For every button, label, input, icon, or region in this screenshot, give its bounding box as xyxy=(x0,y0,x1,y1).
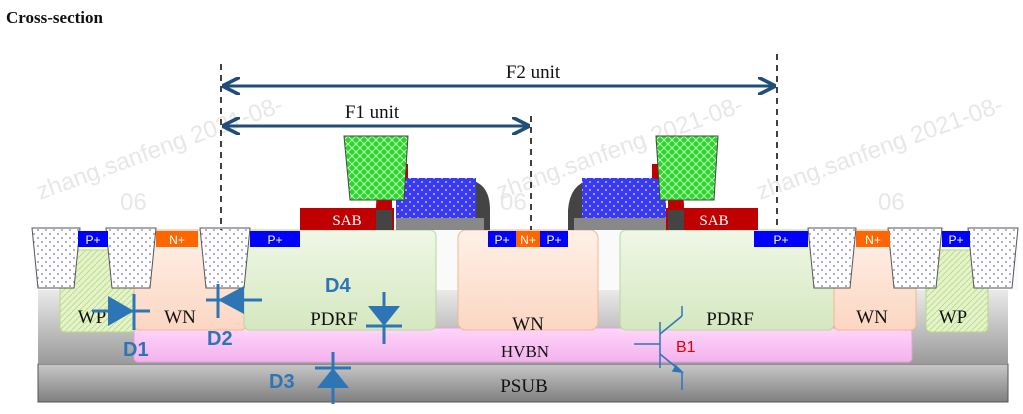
nplus-1-region xyxy=(156,231,198,247)
pplus-2-label: P+ xyxy=(267,233,282,247)
sti-2 xyxy=(105,227,157,289)
gate-right: SAB xyxy=(568,135,758,230)
dimension-lines: F2 unit F1 unit xyxy=(220,54,778,230)
watermark-text-1: zhang.sanfeng 2021-08- xyxy=(33,91,287,205)
pplus-6-region xyxy=(942,231,970,247)
sab-left xyxy=(300,208,394,230)
bjt-b1 xyxy=(634,306,685,390)
pplus-3-region xyxy=(488,231,516,247)
d3-label: D3 xyxy=(269,371,295,393)
psub-layer xyxy=(37,363,1009,403)
pplus-4-label: P+ xyxy=(546,233,561,247)
wp-right-label: WP xyxy=(939,307,968,328)
sti-group xyxy=(31,227,1019,289)
layer-labels: WP WN PDRF WN PDRF WN WP HVBN PSUB xyxy=(78,307,968,397)
pplus-2-region xyxy=(250,231,300,247)
d1-triangle xyxy=(108,296,134,326)
psub-label: PSUB xyxy=(500,376,548,397)
sti-4 xyxy=(807,227,857,289)
pplus-6-label: P+ xyxy=(948,233,963,247)
hvbn-label: HVBN xyxy=(501,342,549,361)
nplus-center-label: N+ xyxy=(520,233,536,247)
pdrf-left-label: PDRF xyxy=(310,309,358,330)
wn-center-label: WN xyxy=(512,314,544,335)
d4-label: D4 xyxy=(325,275,351,297)
b1-arrow-head xyxy=(671,364,685,373)
nplus-2-region xyxy=(856,231,890,247)
nplus-center-region xyxy=(516,231,540,247)
watermark: zhang.sanfeng 2021-08- zhang.sanfeng 202… xyxy=(33,91,1007,216)
d4-triangle xyxy=(368,306,400,326)
pplus-5-region xyxy=(754,231,808,247)
diode-d4 xyxy=(366,292,402,344)
pplus-3-label: P+ xyxy=(494,233,509,247)
page-title: Cross-section xyxy=(6,8,103,27)
b1-label: B1 xyxy=(676,339,696,356)
f1-label: F1 unit xyxy=(345,102,400,123)
poly-gate-right xyxy=(582,178,666,218)
poly-gate-left xyxy=(396,178,476,218)
b1-collector xyxy=(659,315,683,335)
f2-label: F2 unit xyxy=(506,62,561,83)
d1-label: D1 xyxy=(123,339,149,361)
d3-triangle xyxy=(317,368,349,388)
gate-oxide-right xyxy=(574,218,666,230)
sab-right xyxy=(664,208,758,230)
gate-oxide-left xyxy=(396,218,484,230)
d2-triangle xyxy=(218,286,244,314)
diode-d2 xyxy=(206,284,262,318)
nplus-1-label: N+ xyxy=(169,233,185,247)
wn-right-label: WN xyxy=(856,307,888,328)
gate-metal-right xyxy=(655,135,719,201)
diode-d1 xyxy=(92,294,150,330)
pplus-4-region xyxy=(540,231,568,247)
d2-label: D2 xyxy=(207,328,233,350)
sab-right-label: SAB xyxy=(699,213,728,229)
sti-6 xyxy=(967,227,1019,289)
wn-left-label: WN xyxy=(164,307,196,328)
sti-5 xyxy=(887,227,943,289)
pplus-5-label: P+ xyxy=(773,233,788,247)
watermark-num-2: 06 xyxy=(500,189,527,216)
watermark-num-1: 06 xyxy=(120,189,147,216)
gate-metal-left xyxy=(343,135,409,201)
diode-d3 xyxy=(315,352,351,404)
sab-left-label: SAB xyxy=(332,213,361,229)
pdrf-right-label: PDRF xyxy=(706,309,754,330)
gate-left: SAB xyxy=(300,135,490,230)
pplus-1-region xyxy=(78,231,108,247)
sti-3 xyxy=(199,227,251,289)
wn-center-region xyxy=(457,229,599,331)
pplus-1-label: P+ xyxy=(85,233,100,247)
nplus-2-label: N+ xyxy=(865,233,881,247)
sti-1 xyxy=(31,227,81,289)
implants: P+ N+ P+ P+ N+ P+ P+ N+ P+ xyxy=(78,231,970,247)
watermark-num-3: 06 xyxy=(878,189,905,216)
